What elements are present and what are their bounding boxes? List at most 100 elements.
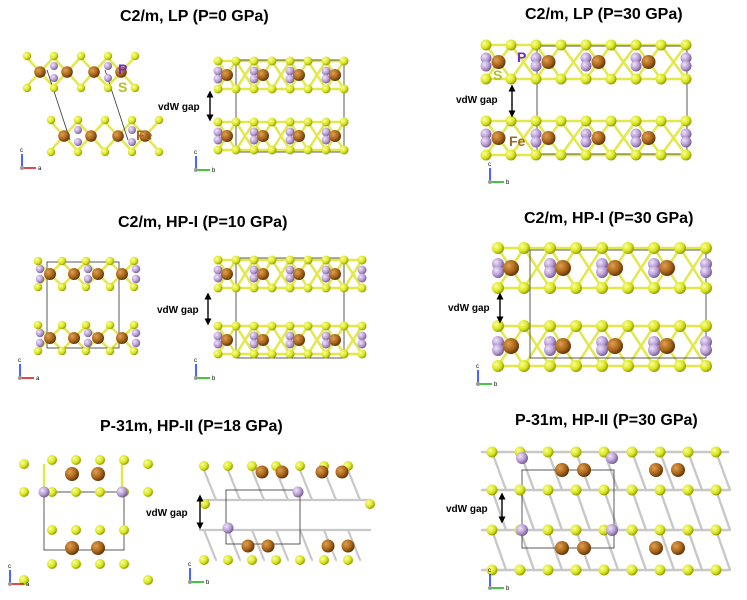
- fe-atom: [503, 338, 519, 354]
- p-atom: [321, 135, 331, 145]
- s-atom: [119, 559, 129, 569]
- b-axis-label: b: [212, 168, 216, 174]
- p-atom: [38, 486, 50, 498]
- s-atom: [339, 84, 349, 94]
- bond: [686, 488, 704, 532]
- s-atom: [626, 524, 638, 536]
- s-atom: [710, 524, 722, 536]
- p-atom: [680, 128, 692, 140]
- s-atom: [213, 56, 223, 66]
- s-atom: [580, 115, 592, 127]
- fe-atom: [555, 260, 571, 276]
- s-atom: [700, 242, 712, 254]
- p-atom: [249, 127, 259, 137]
- s-atom: [105, 346, 115, 356]
- s-atom: [682, 564, 694, 576]
- s-atom: [339, 56, 349, 66]
- p-atom: [544, 344, 556, 356]
- fe-atom: [335, 465, 349, 479]
- s-atom: [33, 282, 43, 292]
- p-atom: [680, 136, 692, 148]
- s-atom: [555, 39, 567, 51]
- s-atom: [249, 84, 259, 94]
- fe-atom: [68, 268, 80, 280]
- panel-title-hp2-30gpa: P-31m, HP-II (P=30 GPa): [515, 412, 698, 429]
- s-atom: [19, 459, 29, 469]
- p-atom: [249, 273, 259, 283]
- s-atom: [654, 446, 666, 458]
- p-atom: [321, 265, 331, 275]
- s-atom: [570, 484, 582, 496]
- bond: [250, 528, 266, 562]
- s-atom: [130, 83, 140, 93]
- bond: [714, 488, 732, 532]
- bond: [686, 450, 704, 492]
- s-atom: [100, 115, 110, 125]
- s-atom: [596, 282, 608, 294]
- p-atom: [700, 266, 712, 278]
- panel-title-hp2-18gpa: P-31m, HP-II (P=18 GPa): [100, 418, 283, 435]
- p-atom: [530, 52, 542, 64]
- fe-atom: [503, 260, 519, 276]
- s-atom: [103, 83, 113, 93]
- s-atom: [231, 145, 241, 155]
- s-atom: [267, 349, 277, 359]
- bond: [630, 450, 648, 492]
- s-atom: [630, 39, 642, 51]
- p-atom: [292, 486, 304, 498]
- p-atom: [530, 60, 542, 72]
- p-atom: [321, 339, 331, 349]
- p-atom: [357, 339, 367, 349]
- s-atom: [654, 484, 666, 496]
- s-atom: [630, 149, 642, 161]
- label-p: P: [118, 61, 127, 77]
- fe-atom: [555, 338, 571, 354]
- fe-atom: [491, 131, 506, 145]
- s-atom: [700, 282, 712, 294]
- s-atom: [143, 575, 153, 585]
- s-atom: [303, 283, 313, 293]
- s-atom: [319, 555, 329, 565]
- c-axis-label: c: [18, 358, 21, 364]
- s-atom: [285, 349, 295, 359]
- s-atom: [530, 73, 542, 85]
- b-axis-label: b: [494, 382, 498, 388]
- p-atom: [128, 126, 136, 134]
- bond: [250, 468, 266, 502]
- p-atom: [35, 338, 45, 348]
- bond: [546, 528, 564, 572]
- s-atom: [626, 564, 638, 576]
- b-axis-label: b: [506, 180, 510, 186]
- s-atom: [223, 555, 233, 565]
- unit-cell: [521, 469, 615, 549]
- s-atom: [518, 242, 530, 254]
- p-atom: [321, 127, 331, 137]
- c-axis-label: c: [194, 150, 197, 156]
- label-s: S: [118, 79, 127, 95]
- s-atom: [682, 484, 694, 496]
- fe-atom: [607, 338, 623, 354]
- p-atom: [357, 265, 367, 275]
- s-atom: [343, 555, 353, 565]
- s-atom: [73, 147, 83, 157]
- s-atom: [199, 555, 209, 565]
- s-atom: [674, 242, 686, 254]
- fe-atom: [92, 268, 104, 280]
- s-atom: [518, 282, 530, 294]
- s-atom: [303, 145, 313, 155]
- s-atom: [544, 320, 556, 332]
- s-atom: [46, 147, 56, 157]
- p-atom: [357, 331, 367, 341]
- s-atom: [622, 360, 634, 372]
- bond: [658, 488, 676, 532]
- s-atom: [127, 147, 137, 157]
- s-atom: [271, 555, 281, 565]
- s-atom: [71, 487, 81, 497]
- s-atom: [285, 56, 295, 66]
- bond: [226, 468, 242, 502]
- s-atom: [492, 320, 504, 332]
- s-atom: [73, 115, 83, 125]
- fe-atom: [257, 69, 269, 81]
- s-atom: [249, 117, 259, 127]
